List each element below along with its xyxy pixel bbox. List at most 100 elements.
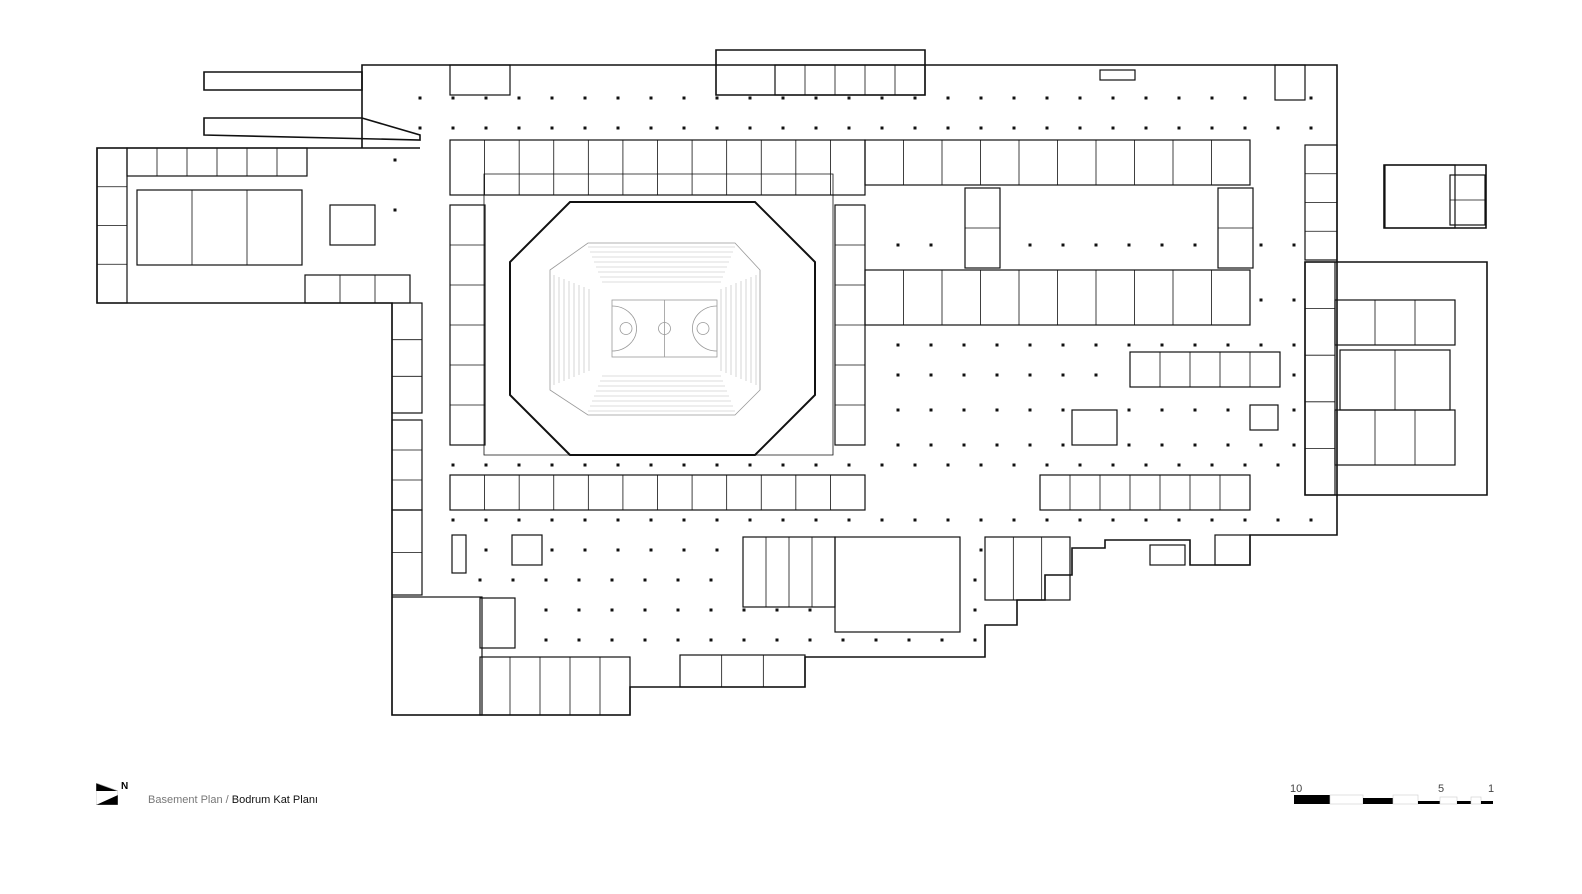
column <box>1111 96 1115 100</box>
column <box>880 96 884 100</box>
column <box>676 608 680 612</box>
column <box>962 373 966 377</box>
column <box>1160 343 1164 347</box>
column <box>484 548 488 552</box>
column <box>1144 126 1148 130</box>
column <box>979 463 983 467</box>
column <box>544 578 548 582</box>
column <box>913 126 917 130</box>
column <box>478 578 482 582</box>
column <box>1144 96 1148 100</box>
column <box>610 608 614 612</box>
column <box>1028 408 1032 412</box>
column <box>929 373 933 377</box>
column <box>946 126 950 130</box>
north-label: N <box>121 781 129 792</box>
north-arrow-icon <box>96 783 118 805</box>
room-block <box>136 189 303 266</box>
column <box>781 126 785 130</box>
column <box>1144 518 1148 522</box>
scale-label-5: 5 <box>1438 783 1445 795</box>
column <box>1226 343 1230 347</box>
room-block <box>479 597 516 649</box>
column <box>1028 443 1032 447</box>
column <box>418 96 422 100</box>
room-block <box>984 536 1071 601</box>
column <box>550 518 554 522</box>
column <box>1127 408 1131 412</box>
column <box>1111 463 1115 467</box>
room-block <box>304 274 411 304</box>
column <box>1028 373 1032 377</box>
column <box>577 578 581 582</box>
room-block <box>1099 69 1136 81</box>
column <box>748 463 752 467</box>
column <box>781 518 785 522</box>
column <box>1276 463 1280 467</box>
column <box>929 408 933 412</box>
column <box>715 463 719 467</box>
column <box>451 96 455 100</box>
column <box>676 638 680 642</box>
column <box>847 126 851 130</box>
column <box>616 463 620 467</box>
room-block <box>391 419 423 511</box>
column <box>1292 443 1296 447</box>
column <box>715 518 719 522</box>
room-block <box>329 204 376 246</box>
column <box>649 126 653 130</box>
column <box>1292 298 1296 302</box>
column <box>946 96 950 100</box>
column <box>577 608 581 612</box>
column <box>715 96 719 100</box>
room-block <box>1149 544 1186 566</box>
column <box>418 126 422 130</box>
column <box>1210 463 1214 467</box>
column <box>484 518 488 522</box>
column <box>1243 126 1247 130</box>
column <box>913 96 917 100</box>
column <box>1309 126 1313 130</box>
column <box>929 343 933 347</box>
column <box>1127 343 1131 347</box>
room-block <box>834 536 961 633</box>
room-block <box>391 302 423 414</box>
column <box>550 463 554 467</box>
column <box>1292 373 1296 377</box>
column <box>847 96 851 100</box>
column <box>1259 243 1263 247</box>
column <box>814 96 818 100</box>
room-block <box>679 654 806 688</box>
column <box>1045 518 1049 522</box>
column <box>748 518 752 522</box>
column <box>962 408 966 412</box>
column <box>973 608 977 612</box>
column <box>742 608 746 612</box>
caption-separator: / <box>222 794 232 806</box>
column <box>874 638 878 642</box>
room-block <box>1274 64 1306 101</box>
column <box>973 638 977 642</box>
column <box>1210 126 1214 130</box>
room-block <box>511 534 543 566</box>
column <box>775 608 779 612</box>
column <box>995 408 999 412</box>
column <box>517 463 521 467</box>
column <box>1045 96 1049 100</box>
room-block <box>451 534 467 574</box>
column <box>1210 96 1214 100</box>
column <box>451 518 455 522</box>
caption-turkish: Bodrum Kat Planı <box>231 794 318 806</box>
column <box>1276 518 1280 522</box>
column <box>511 578 515 582</box>
column <box>1309 518 1313 522</box>
column <box>643 578 647 582</box>
column <box>995 373 999 377</box>
column <box>1078 463 1082 467</box>
column <box>1193 343 1197 347</box>
column <box>1243 463 1247 467</box>
building-outline <box>96 49 1488 716</box>
column <box>709 638 713 642</box>
column <box>1177 96 1181 100</box>
column <box>995 343 999 347</box>
